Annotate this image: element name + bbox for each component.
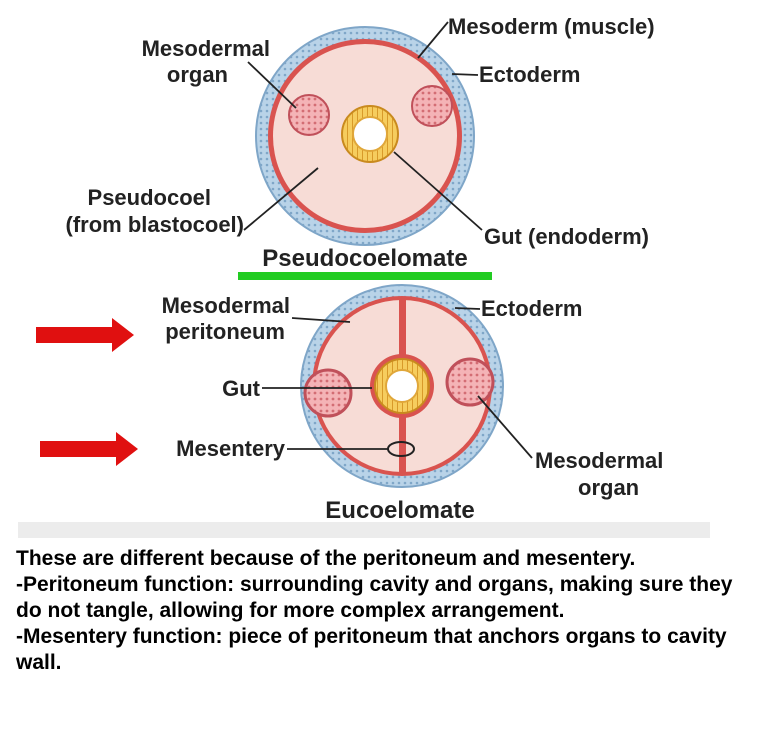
label-pseudocoel-2: (from blastocoel): [66, 212, 244, 237]
label-mesodermal-organ-top-1: Mesodermal: [142, 36, 270, 61]
top-organ-right: [411, 85, 453, 127]
label-ectoderm-top: Ectoderm: [479, 62, 580, 87]
label-mesodermal-organ-bottom-2: organ: [578, 475, 639, 500]
title-eucoelomate: Eucoelomate: [325, 497, 474, 524]
caption: These are different because of the perit…: [16, 546, 760, 676]
leader-pseudocoel: [243, 167, 319, 231]
label-peritoneum-2: peritoneum: [165, 319, 285, 344]
leader-gut-top: [393, 151, 483, 231]
leader-peritoneum: [291, 317, 351, 323]
label-peritoneum-1: Mesodermal: [162, 293, 290, 318]
label-gut-bottom: Gut: [222, 376, 261, 401]
arrow-peritoneum: [36, 318, 134, 352]
pseudocoelomate-diagram: Mesoderm (muscle) Ectoderm Mesodermal or…: [66, 14, 655, 280]
bottom-gut-lumen: [385, 369, 419, 403]
label-mesoderm-muscle: Mesoderm (muscle): [448, 14, 655, 39]
separator-bar: [18, 522, 710, 538]
caption-line-3: -Mesentery function: piece of peritoneum…: [16, 625, 727, 674]
bottom-organ-left: [303, 368, 353, 418]
label-mesentery: Mesentery: [176, 436, 286, 461]
title-pseudocoelomate: Pseudocoelomate: [262, 245, 467, 272]
leader-ectoderm-bottom: [454, 307, 481, 310]
label-ectoderm-bottom: Ectoderm: [481, 296, 582, 321]
highlight-pseudocoelomate: [238, 272, 492, 280]
caption-line-2: -Peritoneum function: surrounding cavity…: [16, 573, 733, 622]
mesentery-upper: [399, 300, 406, 362]
label-pseudocoel-1: Pseudocoel: [88, 185, 211, 210]
top-gut-lumen: [352, 116, 388, 152]
leader-mesodermal-organ-top: [247, 61, 297, 109]
bottom-organ-right: [445, 357, 495, 407]
label-gut-top: Gut (endoderm): [484, 224, 649, 249]
leader-ectoderm-top: [451, 73, 479, 76]
label-mesodermal-organ-bottom-1: Mesodermal: [535, 448, 663, 473]
leader-mesodermal-organ-bottom: [477, 395, 533, 459]
eucoelomate-diagram: Mesodermal peritoneum Ectoderm Gut Mesen…: [162, 284, 663, 532]
top-organ-left: [288, 94, 330, 136]
label-mesodermal-organ-top-2: organ: [167, 62, 228, 87]
leader-mesoderm-muscle: [417, 21, 449, 59]
caption-line-1: These are different because of the perit…: [16, 547, 636, 570]
arrow-mesentery: [40, 432, 138, 466]
